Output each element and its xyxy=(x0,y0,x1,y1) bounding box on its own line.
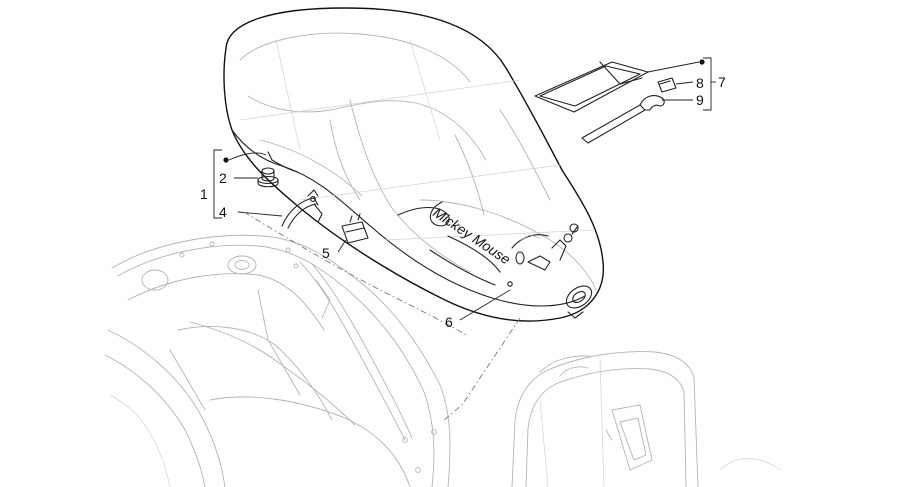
small-parts xyxy=(257,167,369,244)
leader-lines xyxy=(213,57,716,421)
callout-1: 1 xyxy=(200,186,208,202)
reference-dot-1 xyxy=(223,157,229,163)
callout-4: 4 xyxy=(219,204,227,220)
callout-labels: 1 2 4 5 6 7 8 9 xyxy=(200,74,726,330)
scooter-body-outline xyxy=(104,234,451,487)
callout-7: 7 xyxy=(718,74,726,90)
tool-kit-parts xyxy=(534,61,677,144)
callout-5: 5 xyxy=(322,245,330,261)
reference-dot-7 xyxy=(699,59,705,65)
rear-side-panel xyxy=(511,351,781,487)
seat-assembly xyxy=(223,7,605,322)
callout-9: 9 xyxy=(696,92,704,108)
callout-8: 8 xyxy=(696,75,704,91)
callout-6: 6 xyxy=(445,314,453,330)
callout-2: 2 xyxy=(219,170,227,186)
